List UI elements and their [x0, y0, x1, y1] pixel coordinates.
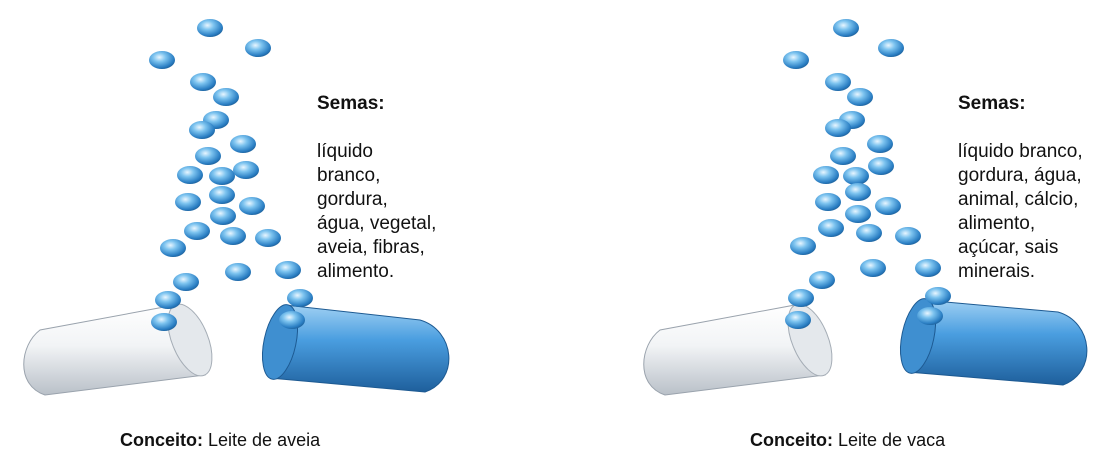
bead	[225, 263, 251, 281]
concept-caption: Conceito: Leite de aveia	[120, 429, 320, 451]
bead	[785, 311, 811, 329]
bead	[860, 259, 886, 277]
bead	[213, 88, 239, 106]
semas-block: Semas: líquido branco, gordura, água, ve…	[317, 68, 517, 284]
concept-label: Conceito:	[120, 430, 203, 450]
bead	[845, 183, 871, 201]
bead	[220, 227, 246, 245]
white-capsule-half	[24, 298, 221, 395]
bead	[255, 229, 281, 247]
bead	[287, 289, 313, 307]
bead	[230, 135, 256, 153]
bead	[209, 186, 235, 204]
bead	[160, 239, 186, 257]
bead	[149, 51, 175, 69]
panel-cow-milk: Semas: líquido branco, gordura, água, an…	[558, 0, 1116, 454]
bead	[210, 207, 236, 225]
bead	[830, 147, 856, 165]
bead	[245, 39, 271, 57]
semas-heading: Semas:	[958, 92, 1116, 116]
bead	[151, 313, 177, 331]
bead	[189, 121, 215, 139]
panel-oat-milk: Semas: líquido branco, gordura, água, ve…	[0, 0, 558, 454]
bead	[825, 73, 851, 91]
bead	[815, 193, 841, 211]
bead	[825, 119, 851, 137]
bead	[177, 166, 203, 184]
bead	[195, 147, 221, 165]
semas-block: Semas: líquido branco, gordura, água, an…	[958, 68, 1116, 284]
bead	[895, 227, 921, 245]
semas-text: líquido branco, gordura, água, animal, c…	[958, 141, 1083, 282]
bead	[915, 259, 941, 277]
bead	[190, 73, 216, 91]
bead	[197, 19, 223, 37]
bead	[155, 291, 181, 309]
bead	[809, 271, 835, 289]
bead	[790, 237, 816, 255]
bead	[847, 88, 873, 106]
bead	[275, 261, 301, 279]
bead	[917, 307, 943, 325]
bead	[209, 167, 235, 185]
bead	[173, 273, 199, 291]
bead	[239, 197, 265, 215]
bead	[175, 193, 201, 211]
bead	[788, 289, 814, 307]
concept-caption: Conceito: Leite de vaca	[750, 429, 945, 451]
bead	[783, 51, 809, 69]
white-capsule-half	[644, 298, 841, 395]
bead	[845, 205, 871, 223]
semas-text: líquido branco, gordura, água, vegetal, …	[317, 141, 436, 282]
bead	[856, 224, 882, 242]
beads	[783, 19, 951, 329]
bead	[878, 39, 904, 57]
bead	[233, 161, 259, 179]
beads	[149, 19, 313, 331]
concept-label: Conceito:	[750, 430, 833, 450]
bead	[875, 197, 901, 215]
bead	[813, 166, 839, 184]
bead	[925, 287, 951, 305]
semas-heading: Semas:	[317, 92, 517, 116]
bead	[184, 222, 210, 240]
bead	[833, 19, 859, 37]
concept-value: Leite de aveia	[208, 430, 320, 450]
bead	[867, 135, 893, 153]
bead	[868, 157, 894, 175]
bead	[279, 311, 305, 329]
bead	[818, 219, 844, 237]
bead	[843, 167, 869, 185]
concept-value: Leite de vaca	[838, 430, 945, 450]
